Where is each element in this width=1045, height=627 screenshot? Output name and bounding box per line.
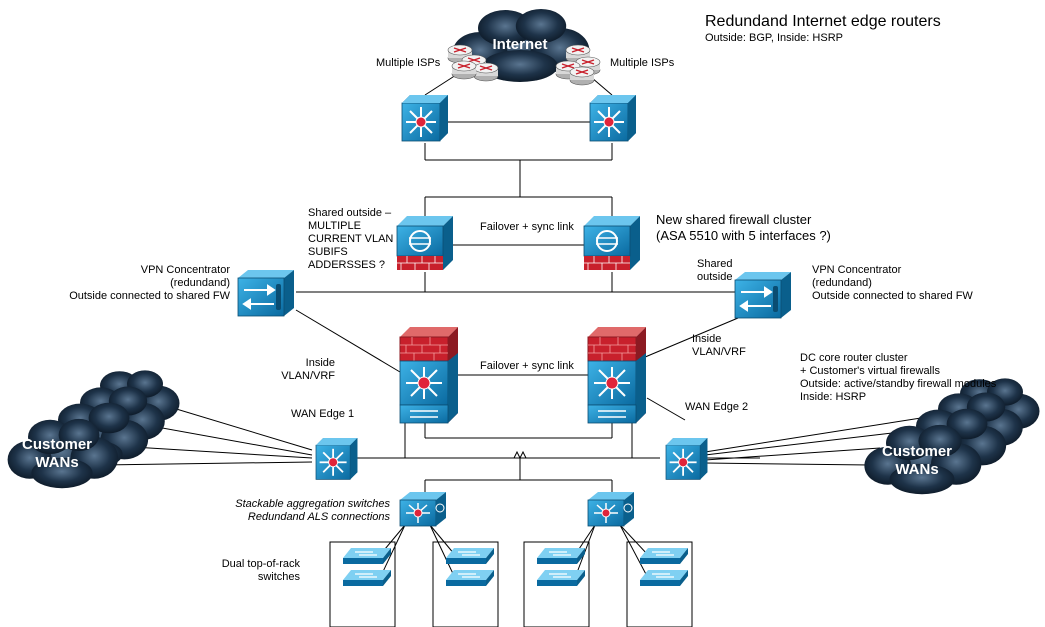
stackable-label: Stackable aggregation switches Redundand… xyxy=(235,498,390,523)
edge-router-left xyxy=(401,94,449,142)
firewall-left xyxy=(396,215,454,271)
inside-label-left: Inside VLAN/VRF xyxy=(281,357,335,382)
isp-label-left: Multiple ISPs xyxy=(376,57,441,69)
dc-core-left xyxy=(399,326,459,424)
failover-fw-label: Failover + sync link xyxy=(480,221,574,233)
isp-label-right: Multiple ISPs xyxy=(610,57,675,69)
wan-edge-2-label: WAN Edge 2 xyxy=(685,401,749,413)
diagram-subtitle: Outside: BGP, Inside: HSRP xyxy=(705,32,843,44)
firewall-right xyxy=(583,215,641,271)
failover-core-label: Failover + sync link xyxy=(480,360,574,372)
new-fw-cluster-label: New shared firewall cluster (ASA 5510 wi… xyxy=(656,212,831,243)
internet-label: Internet xyxy=(492,36,548,53)
wan-edge-2 xyxy=(665,437,709,481)
diagram-title: Redundand Internet edge routers xyxy=(705,13,941,30)
vpn-concentrator-right xyxy=(734,271,792,319)
vpn-label-right: VPN Concentrator (redundand) Outside con… xyxy=(812,264,973,302)
tor-label: Dual top-of-rack switches xyxy=(221,558,300,583)
vpn-concentrator-left xyxy=(237,269,295,317)
dc-core-label: DC core router cluster + Customer's virt… xyxy=(800,352,997,403)
dc-core-right xyxy=(587,326,647,424)
wan-edge-1 xyxy=(315,437,359,481)
aggregation-switch-right xyxy=(587,491,635,527)
customer-wans-label-left: Customer WANs xyxy=(21,436,92,471)
vpn-label-left: VPN Concentrator (redundand) Outside con… xyxy=(69,264,230,302)
customer-wans-label-right: Customer WANs xyxy=(881,443,952,478)
wan-edge-1-label: WAN Edge 1 xyxy=(291,408,355,420)
aggregation-switch-left xyxy=(399,491,447,527)
shared-outside-label: Shared outside xyxy=(697,258,733,283)
links xyxy=(99,65,961,627)
edge-router-right xyxy=(589,94,637,142)
inside-label-right: Inside VLAN/VRF xyxy=(692,333,746,358)
shared-outside-note: Shared outside – MULTIPLE CURRENT VLAN S… xyxy=(308,207,394,271)
